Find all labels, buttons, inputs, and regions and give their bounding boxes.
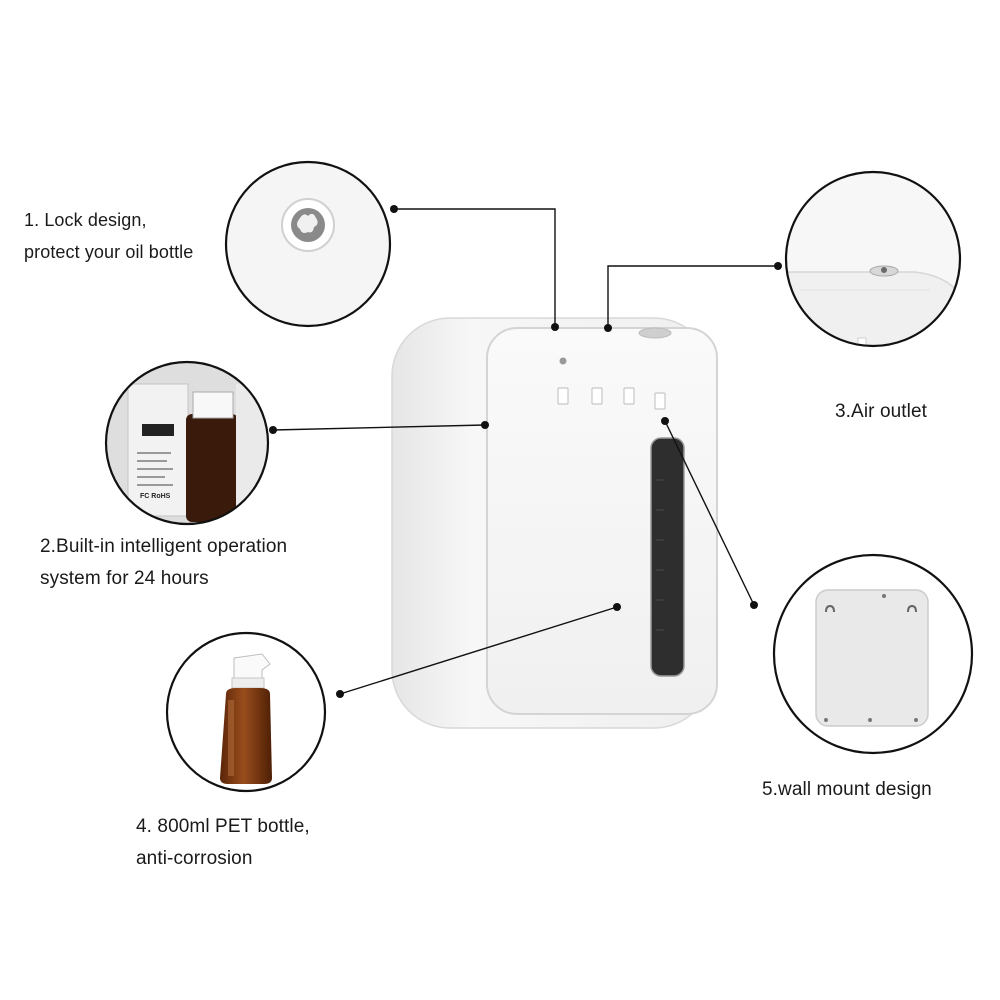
diffuser-device [391, 317, 718, 729]
feature-label-lock: 1. Lock design, protect your oil bottle [24, 204, 193, 268]
detail-circle-wall-mount [772, 553, 974, 755]
callout-line-system [272, 424, 486, 431]
callout-line-wall [664, 420, 755, 606]
certification-label: FC RoHS [140, 493, 171, 500]
feature-line: 3.Air outlet [835, 401, 928, 422]
feature-line: 1. Lock design, [24, 210, 147, 230]
feature-line: 4. 800ml PET bottle, [136, 816, 310, 837]
callout-line-outlet [607, 265, 778, 328]
feature-line: 2.Built-in intelligent operation [40, 536, 288, 557]
callout-line-bottle [339, 606, 618, 695]
feature-label-wall-mount: 5.wall mount design [762, 774, 932, 806]
feature-label-outlet: 3.Air outlet [835, 396, 927, 428]
feature-line: anti-corrosion [136, 848, 253, 869]
vent-slots [557, 387, 666, 410]
oil-level-window [650, 437, 685, 677]
callout-dots [269, 205, 782, 698]
detail-circle-system: FC RoHS [104, 360, 270, 526]
callout-lines [272, 208, 778, 695]
detail-circle-lock [224, 160, 392, 328]
feature-line: 5.wall mount design [762, 779, 932, 800]
feature-label-bottle: 4. 800ml PET bottle, anti-corrosion [136, 811, 310, 875]
detail-circle-outlet [784, 170, 962, 348]
feature-line: protect your oil bottle [24, 242, 194, 262]
detail-circle-bottle [165, 631, 327, 793]
feature-line: system for 24 hours [40, 568, 209, 589]
feature-label-system: 2.Built-in intelligent operation system … [40, 531, 287, 595]
callout-line-lock [394, 208, 556, 327]
